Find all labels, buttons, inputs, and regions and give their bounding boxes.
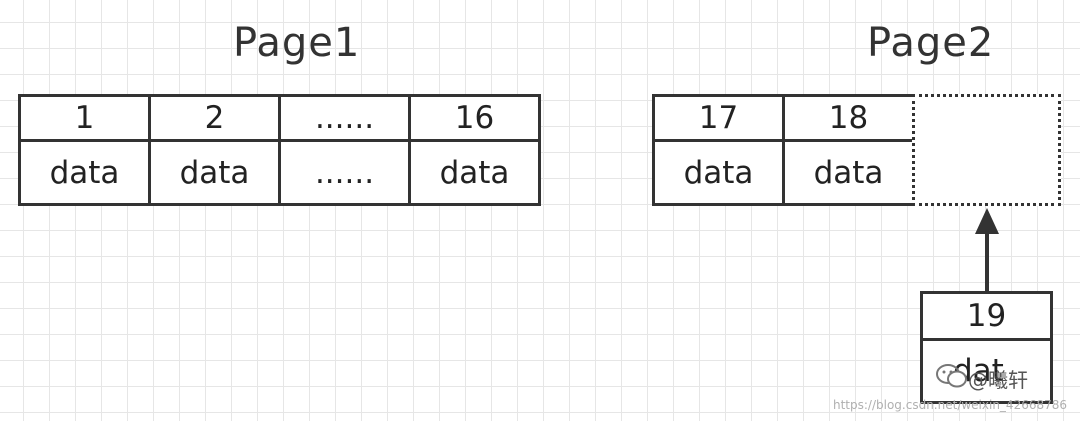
page1-header-cell: ...... (278, 94, 411, 142)
page2-header-cell: 17 (652, 94, 785, 142)
page1-header-cell: 1 (18, 94, 151, 142)
insert-arrow-head (975, 208, 999, 234)
page1-data-cell: data (408, 139, 541, 206)
watermark-url: https://blog.csdn.net/weixin_42668786 (833, 398, 1068, 412)
page1-data-cell: ...... (278, 139, 411, 206)
empty-slot (912, 94, 1061, 206)
page2-title: Page2 (867, 20, 995, 66)
page1-data-cell: data (148, 139, 281, 206)
page2-data-cell: data (782, 139, 915, 206)
page1-header-cell: 16 (408, 94, 541, 142)
insert-arrow-shaft (985, 232, 989, 292)
page2-header-cell: 18 (782, 94, 915, 142)
page1-title: Page1 (233, 20, 361, 66)
page1-header-cell: 2 (148, 94, 281, 142)
wechat-icon (935, 362, 969, 396)
page2-data-cell: data (652, 139, 785, 206)
new-record-header-cell: 19 (920, 291, 1053, 341)
watermark-author: @曦轩 (968, 368, 1028, 392)
page1-data-cell: data (18, 139, 151, 206)
